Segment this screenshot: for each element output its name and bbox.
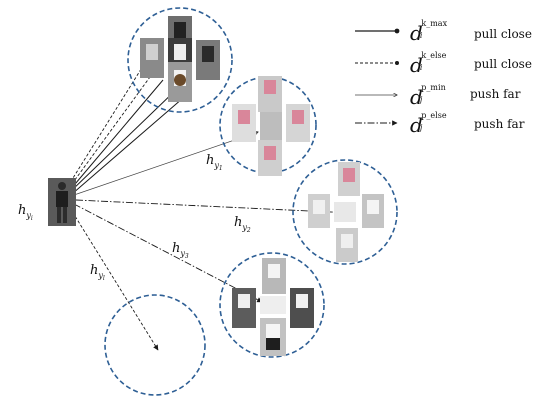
c3-label-subsub: 3 (185, 253, 189, 260)
svg-text:djp_min: dj p_min (410, 83, 446, 109)
negative-cluster-2-images (308, 162, 384, 262)
line-to-positive-solid-2 (69, 85, 181, 193)
legend-2-symbol: d (410, 85, 423, 109)
cl-label-main: h (90, 263, 98, 278)
svg-text:djp_else: dj p_else (410, 111, 447, 137)
legend-1-sup: k_else (421, 51, 446, 60)
legend-3-sub: j (418, 123, 423, 132)
legend-0-sub: i (420, 31, 423, 40)
c2-label-main: h (234, 215, 242, 230)
c1-label-sub: y (213, 161, 219, 170)
c1-label-main: h (206, 153, 214, 168)
line-to-positive-solid-3 (71, 91, 191, 195)
svg-text:hy3: hy3 (172, 241, 189, 260)
svg-text:hyl: hyl (90, 263, 105, 282)
negative-cluster-3-circle (219, 252, 325, 358)
line-to-negative-2 (75, 199, 353, 216)
svg-text:hy1: hy1 (206, 153, 223, 172)
legend: dik_max pull close dik_else pull close d… (355, 19, 532, 137)
c1-label-subsub: 1 (219, 165, 223, 172)
legend-0-sup: k_max (421, 19, 447, 28)
svg-text:dik_else: di k_else (410, 51, 447, 77)
legend-2-sup: p_min (421, 83, 445, 92)
legend-0-text: pull close (474, 27, 532, 41)
svg-text:hyi: hyi (18, 203, 33, 222)
connection-lines (67, 57, 353, 351)
line-to-empty-cluster (69, 207, 159, 351)
svg-text:hy2: hy2 (234, 215, 251, 234)
anchor-image (48, 178, 76, 226)
negative-cluster-1-images (232, 76, 310, 176)
anchor-label-sub: y (25, 211, 31, 220)
anchor-label-main: h (18, 203, 26, 218)
legend-1-symbol: d (410, 53, 423, 77)
legend-2-sub: j (418, 95, 423, 104)
legend-3-symbol: d (410, 113, 423, 137)
legend-3-sup: p_else (421, 111, 447, 120)
negative-cluster-3-images (232, 258, 314, 356)
empty-cluster-circle (104, 294, 206, 396)
positive-cluster-images (140, 16, 220, 102)
c2-label-sub: y (241, 223, 247, 232)
cl-label-subsub: l (103, 275, 105, 282)
c2-label-subsub: 2 (246, 227, 251, 234)
line-to-positive-dashed-2 (68, 65, 159, 189)
legend-1-sub: i (420, 63, 423, 72)
legend-3-text: push far (474, 117, 525, 131)
line-to-positive-solid-1 (69, 79, 164, 191)
c3-label-main: h (172, 241, 180, 256)
line-to-negative-3 (73, 203, 263, 303)
c3-label-sub: y (179, 249, 185, 258)
negative-cluster-2-circle (292, 159, 398, 265)
anchor-label-subsub: i (31, 215, 33, 222)
line-to-negative-1 (73, 132, 258, 196)
legend-0-symbol: d (410, 21, 423, 45)
svg-text:dik_max: di k_max (410, 19, 448, 45)
positive-cluster-circle (127, 7, 233, 113)
line-to-positive-dashed-1 (67, 57, 149, 187)
embedding-labels: hyi hy1 hy2 hy3 hyl (18, 153, 251, 282)
cl-label-sub: y (97, 271, 103, 280)
legend-2-text: push far (470, 87, 521, 101)
legend-1-text: pull close (474, 57, 532, 71)
